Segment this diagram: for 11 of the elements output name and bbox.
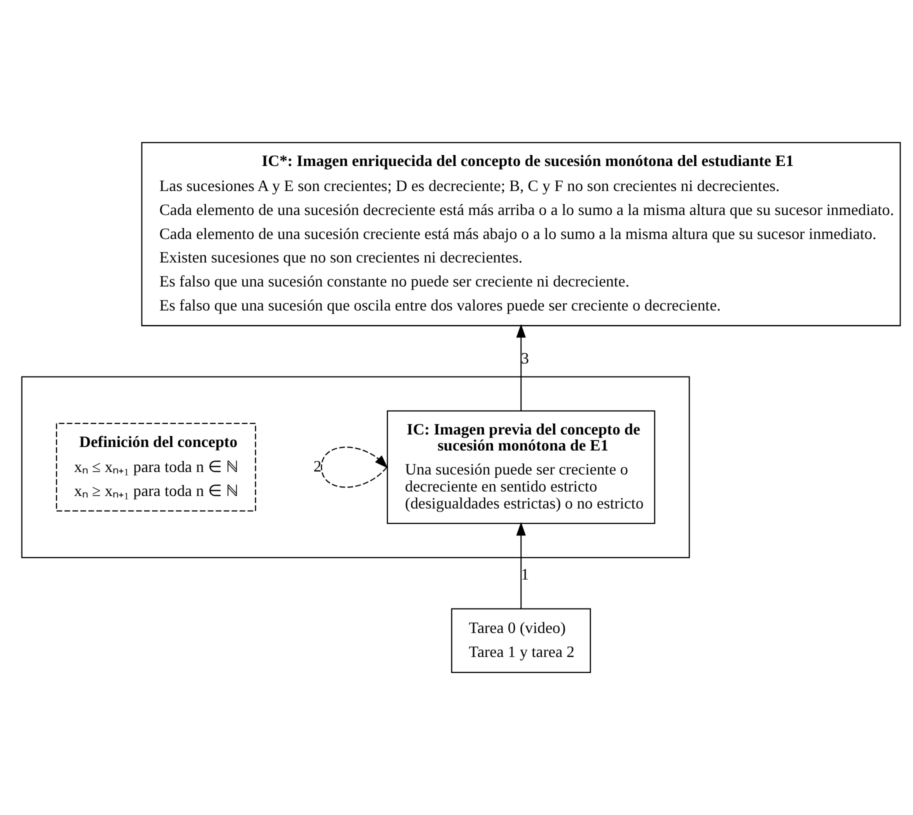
node-box: IC*: Imagen enriquecida del concepto de sucesión monótona del estudiante E1 Las sucesiones A y E son crecientes; D es decreciente; B, C y F no son crecientes ni decrecientes. Cada elemento de una sucesión decreciente está más arriba o a lo sumo a la misma altura que su sucesor inmediato. Cada elemento de una sucesión creciente está más abajo o a lo sumo a la misma altura que su sucesor inmediato. Existen sucesiones que no son crecientes ni decrecientes. Es falso que una sucesión constante no puede ser creciente ni decreciente. Es falso que una sucesión que oscila entre dos valores puede ser creciente o decreciente.	[141, 142, 901, 326]
edge-label: 1	[521, 566, 529, 584]
node-box: Definición del concepto xₙ ≤ xₙ₊₁ para toda n ∈ ℕ xₙ ≥ xₙ₊₁ para toda n ∈ ℕ	[56, 422, 256, 512]
arrow	[516, 324, 526, 411]
cluster	[21, 376, 690, 558]
node-box: Tarea 0 (video) Tarea 1 y tarea 2	[451, 608, 591, 674]
arrow	[320, 446, 388, 488]
node-box: IC: Imagen previa del concepto de sucesión monótona de E1 Una sucesión puede ser creciente o decreciente en sentido estricto (desigualdades estrictas) o no estricto	[386, 410, 656, 524]
arrow	[516, 522, 526, 608]
edge-label: 2	[314, 458, 322, 476]
edge-label: 3	[521, 350, 529, 368]
